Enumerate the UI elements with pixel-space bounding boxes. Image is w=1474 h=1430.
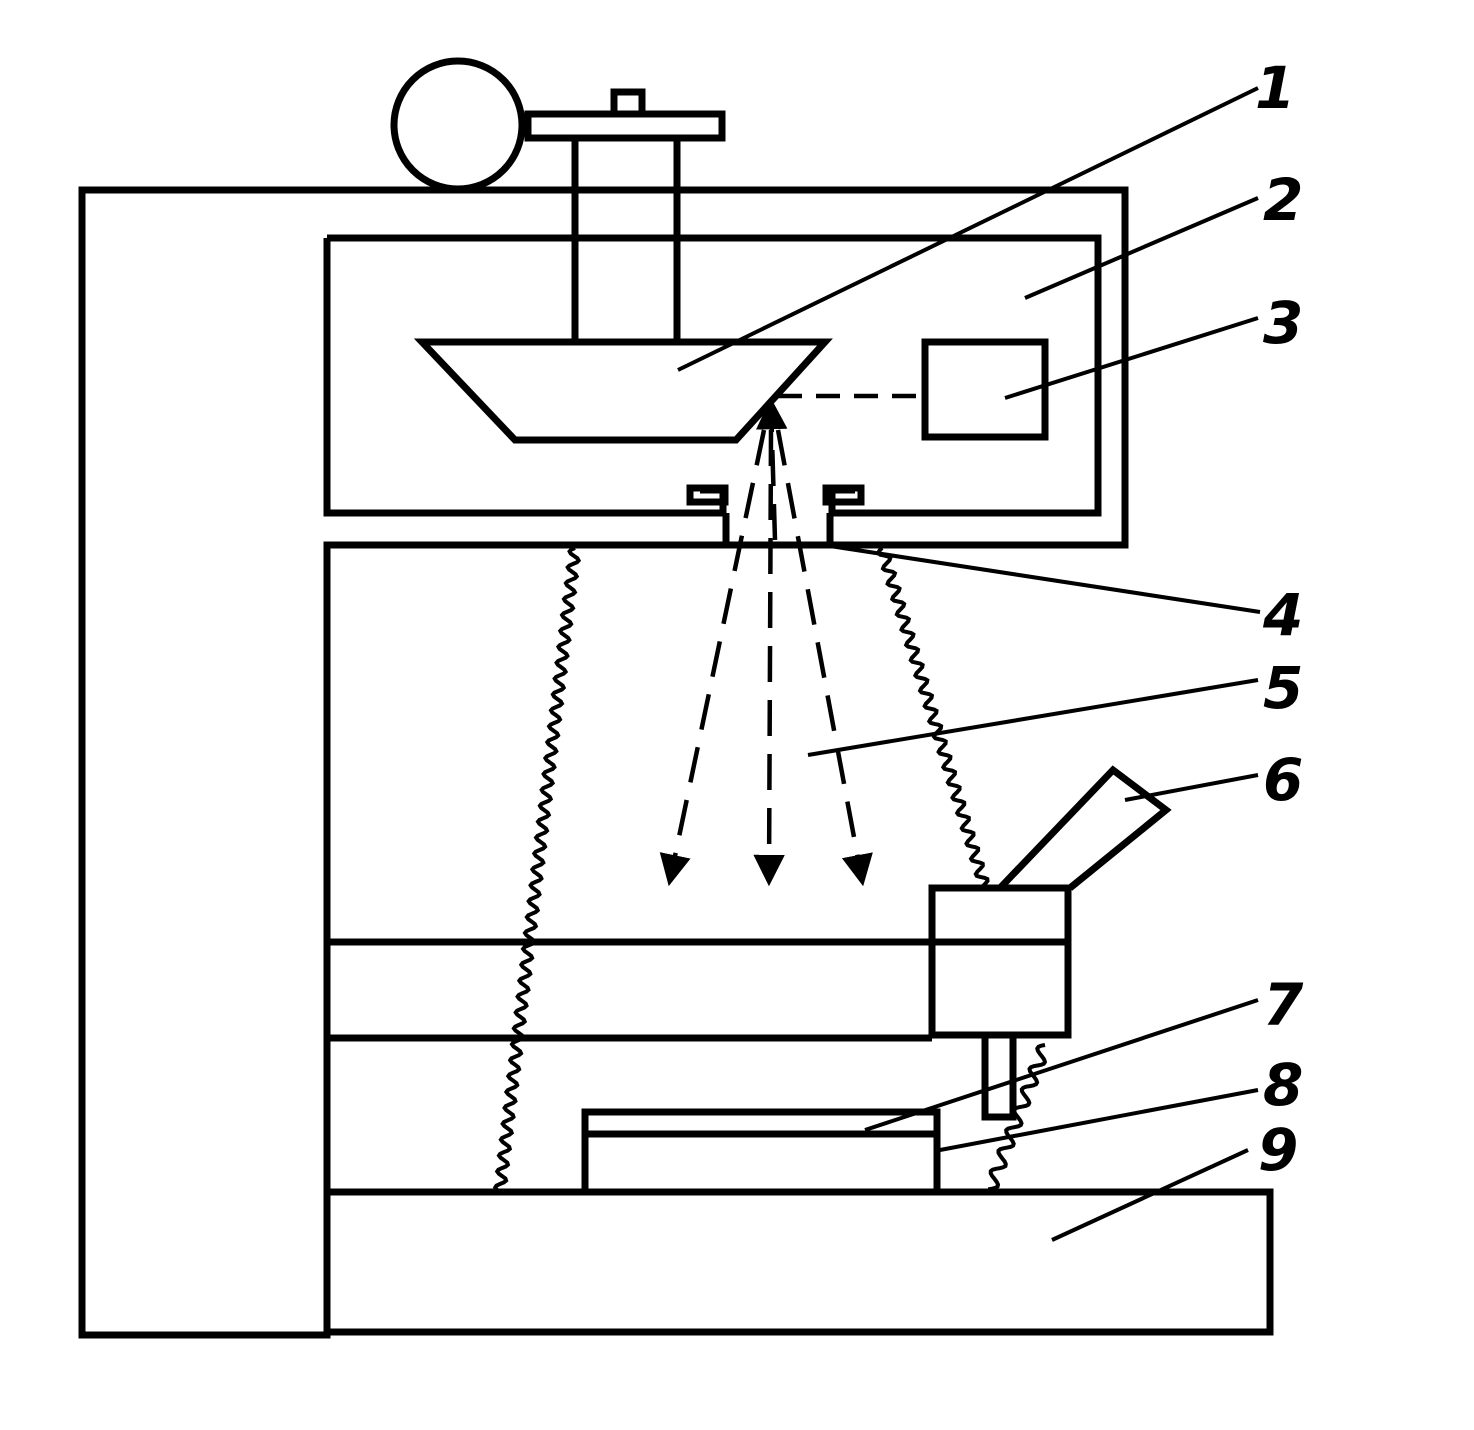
label-4: 4 [1262,581,1303,649]
bellows-left [492,546,582,1191]
leader-2 [1024,196,1259,300]
label-1: 1 [1255,54,1295,122]
label-8: 8 [1263,1051,1303,1119]
base-plate [323,1188,1274,1336]
beam-arrow-right [775,429,873,887]
beam-arrow-center [753,429,785,887]
leader-9 [1051,1148,1249,1242]
label-3: 3 [1263,289,1303,357]
leader-8 [939,1088,1259,1152]
beam-up-arrow [755,397,788,541]
aperture-ring-left [686,484,729,506]
electron-gun [413,338,833,444]
detector-tube [997,765,1172,891]
leader-5 [807,678,1259,757]
leader-7 [864,998,1259,1132]
label-6: 6 [1263,746,1303,814]
drive-crossbar [524,110,726,142]
leader-4 [829,544,1261,614]
label-9: 9 [1258,1116,1298,1184]
detector-block [928,884,1072,1039]
detector-probe [981,1031,1017,1121]
aperture-ring-right [822,484,865,506]
leader-1 [677,86,1259,372]
bellows-small [987,1043,1048,1192]
inner-chamber [323,234,1102,517]
leader-3 [1004,316,1259,400]
sample-holder [581,1130,941,1196]
leader-6 [1124,773,1259,802]
outer-frame [78,186,1129,1339]
beam-arrow-left [659,429,767,887]
label-5: 5 [1263,654,1303,722]
motor-wheel [390,57,526,193]
controller-box [921,338,1049,441]
label-2: 2 [1263,166,1303,234]
drive-knob [610,88,646,118]
bellows-right [876,546,990,891]
label-7: 7 [1263,971,1304,1039]
